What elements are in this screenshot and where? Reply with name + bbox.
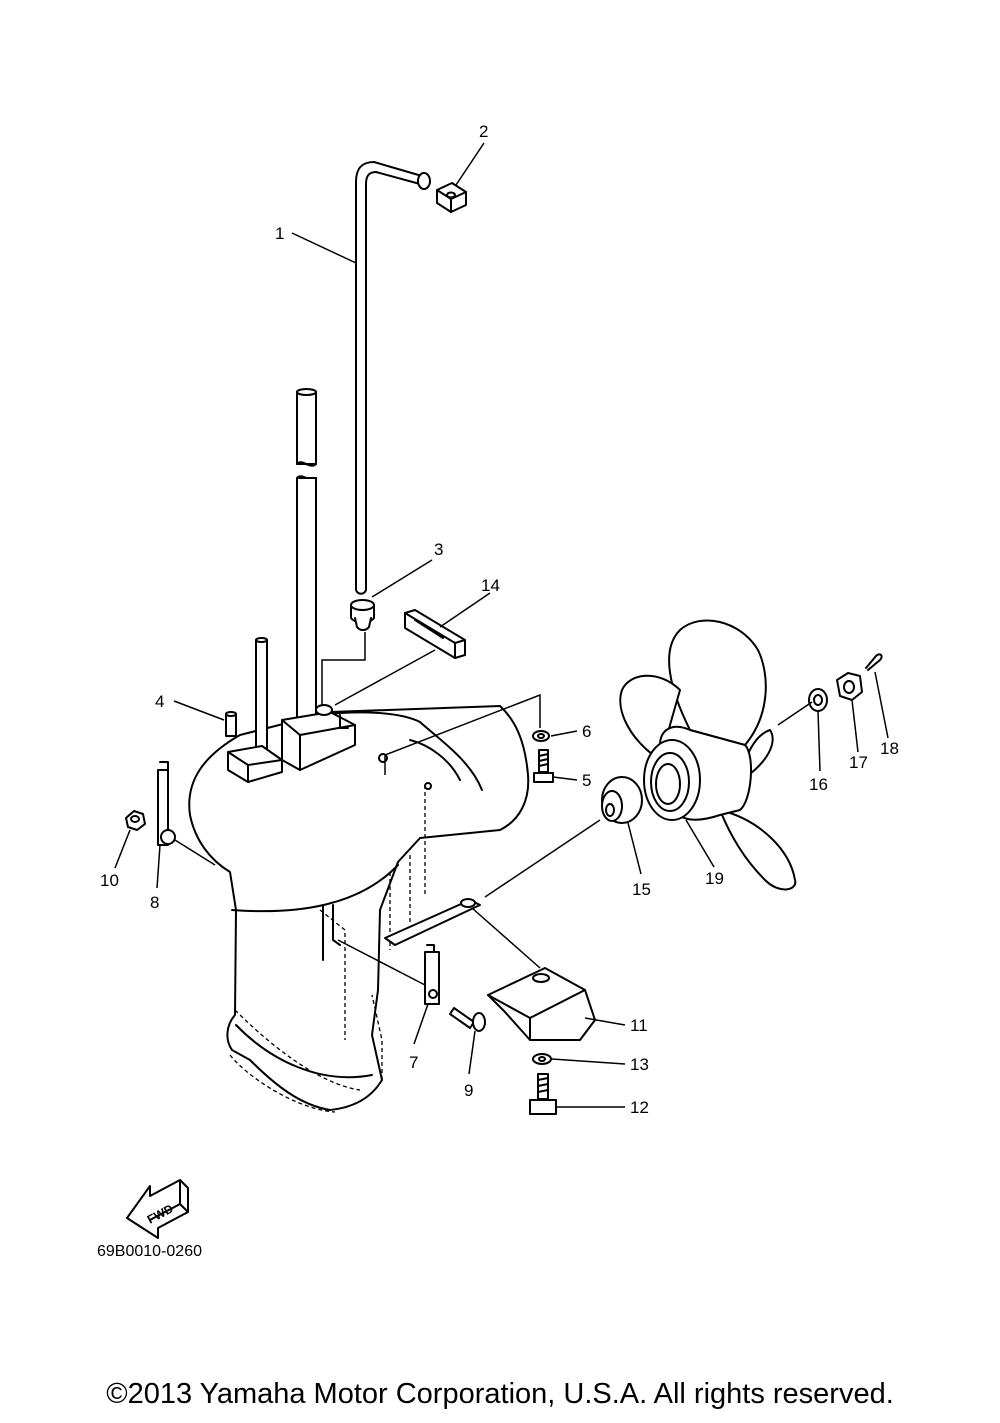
part-label-7: 7 bbox=[409, 1053, 418, 1072]
part-label-19: 19 bbox=[705, 869, 724, 888]
rubber-part-14 bbox=[404, 609, 466, 659]
washer-part-16 bbox=[808, 688, 828, 712]
part-label-6: 6 bbox=[582, 722, 591, 741]
anode-part-11 bbox=[487, 967, 596, 1041]
nut-part-17 bbox=[836, 672, 863, 701]
part-label-5: 5 bbox=[582, 771, 591, 790]
part-label-12: 12 bbox=[630, 1098, 649, 1117]
grommet-part-2 bbox=[436, 182, 467, 213]
clip-part-7 bbox=[424, 944, 440, 1005]
water-tube bbox=[355, 161, 431, 595]
bolt-part-5 bbox=[533, 749, 554, 783]
clip-part-8 bbox=[157, 761, 176, 846]
dowel-pin-part-4 bbox=[225, 711, 237, 737]
casing-top-plate bbox=[227, 704, 356, 783]
part-label-10: 10 bbox=[100, 871, 119, 890]
part-label-2: 2 bbox=[479, 122, 488, 141]
bolt-part-12 bbox=[529, 1073, 557, 1115]
screw-part-9 bbox=[449, 1007, 486, 1032]
part-label-16: 16 bbox=[809, 775, 828, 794]
part-label-4: 4 bbox=[155, 692, 164, 711]
seal-part-3 bbox=[350, 599, 375, 631]
washer-part-13 bbox=[532, 1053, 552, 1065]
assembly-lines bbox=[174, 632, 813, 986]
shift-rod bbox=[255, 637, 268, 756]
part-label-1: 1 bbox=[275, 224, 284, 243]
part-label-13: 13 bbox=[630, 1055, 649, 1074]
fwd-arrow-icon: FWD bbox=[126, 1179, 189, 1239]
part-label-17: 17 bbox=[849, 753, 868, 772]
washer-part-6 bbox=[532, 730, 550, 742]
copyright-notice: ©2013 Yamaha Motor Corporation, U.S.A. A… bbox=[106, 1378, 894, 1410]
drawing-code: 69B0010-0260 bbox=[97, 1243, 202, 1260]
part-label-9: 9 bbox=[464, 1081, 473, 1100]
drive-shaft bbox=[296, 388, 317, 719]
part-label-18: 18 bbox=[880, 739, 899, 758]
part-label-15: 15 bbox=[632, 880, 651, 899]
part-label-11: 11 bbox=[630, 1016, 648, 1035]
part-label-14: 14 bbox=[481, 576, 500, 595]
spacer-part-15 bbox=[601, 776, 643, 824]
propeller-part-19 bbox=[619, 619, 797, 891]
part-labels: 1 2 3 4 5 6 7 8 9 10 11 12 13 14 15 16 1… bbox=[100, 122, 899, 1117]
leader-lines bbox=[114, 142, 889, 1108]
part-label-8: 8 bbox=[150, 893, 159, 912]
cotter-pin-part-18 bbox=[865, 653, 883, 671]
part-label-3: 3 bbox=[434, 540, 443, 559]
nut-part-10 bbox=[125, 810, 146, 831]
lower-casing bbox=[188, 705, 530, 1113]
